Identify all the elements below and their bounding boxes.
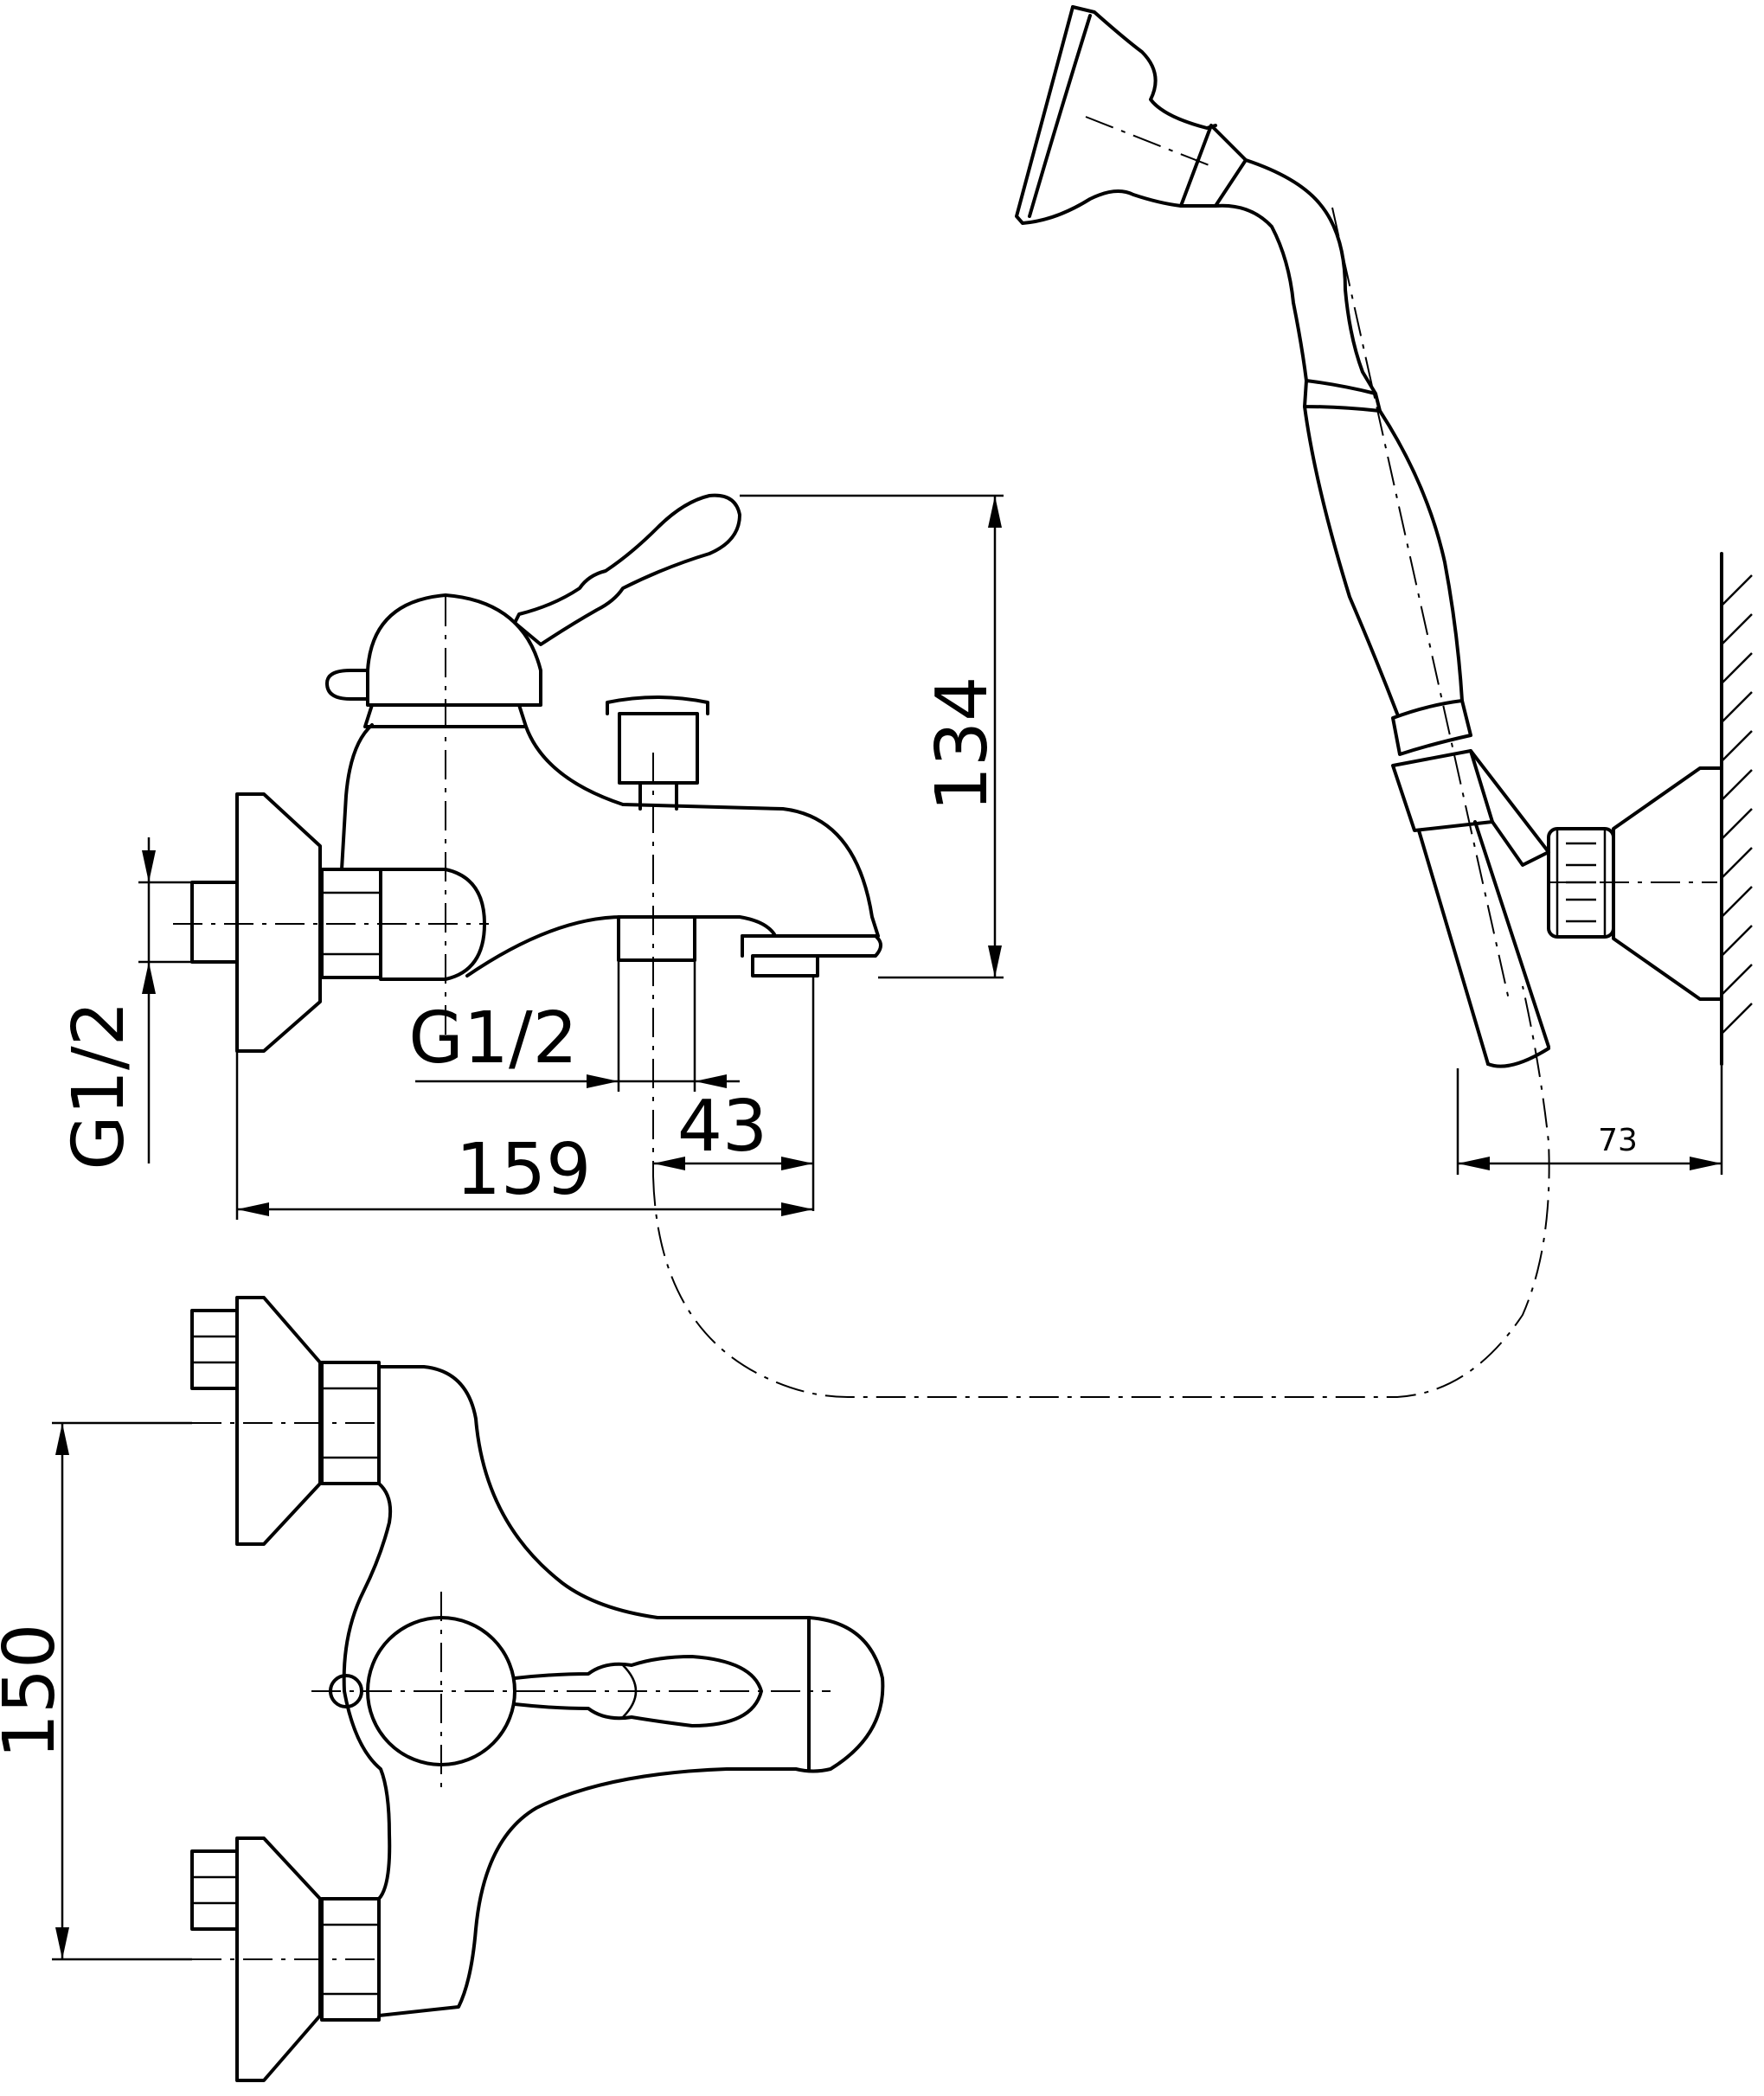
wall <box>1720 552 1753 1066</box>
dim-73-label: 73 <box>1598 1123 1638 1158</box>
hose-path <box>652 985 1550 1398</box>
holder-dimension: 73 <box>1456 1064 1723 1175</box>
side-view-dimensions: 134 G1/2 G1/2 43 159 <box>58 494 1004 1220</box>
hand-shower <box>1015 5 1723 1068</box>
dim-43-label: 43 <box>677 1086 767 1168</box>
mixer-front-view <box>190 1296 885 2082</box>
mixer-side-view <box>173 493 882 1176</box>
dim-g12-outlet-label: G1/2 <box>408 997 578 1080</box>
dim-159-label: 159 <box>456 1129 592 1211</box>
dim-g12-inlet-label: G1/2 <box>58 1001 140 1170</box>
front-view-dimensions: 150 <box>0 1421 192 1961</box>
dim-150-label: 150 <box>0 1624 71 1759</box>
dim-134-label: 134 <box>921 676 1004 812</box>
